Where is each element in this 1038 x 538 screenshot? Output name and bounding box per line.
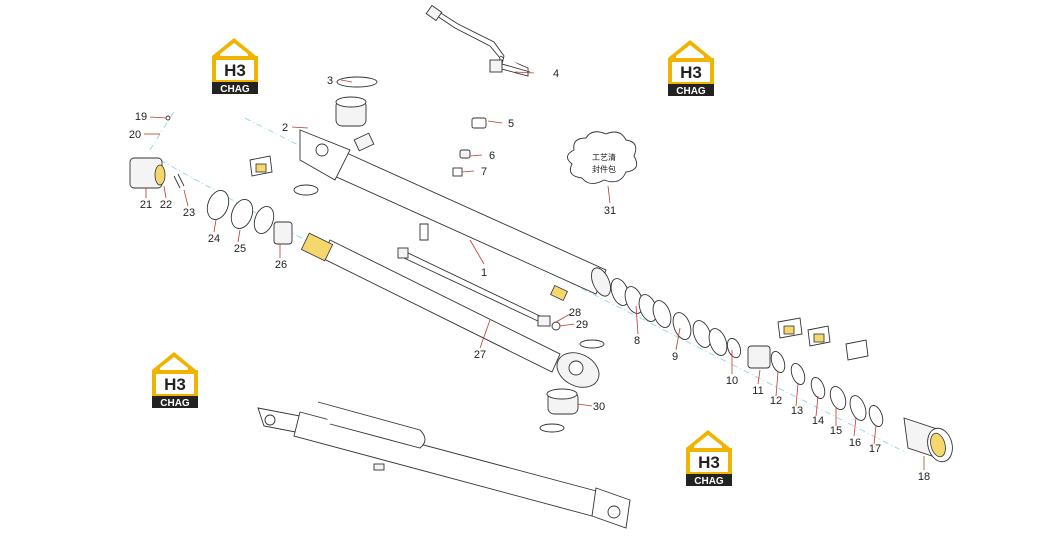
logo-name: CHAG — [676, 86, 706, 97]
callout-21: 21 — [140, 199, 152, 211]
brand-logo: H3 CHAG — [152, 352, 198, 409]
callout-31: 31 — [604, 205, 616, 217]
logo-name: CHAG — [160, 398, 190, 409]
piston-rod — [300, 232, 600, 388]
callout-22: 22 — [160, 199, 172, 211]
callout-18: 18 — [918, 471, 930, 483]
callout-25: 25 — [234, 243, 246, 255]
callout-1: 1 — [481, 267, 487, 279]
callout-30: 30 — [593, 401, 605, 413]
callout-17: 17 — [869, 443, 881, 455]
callout-24: 24 — [208, 233, 220, 245]
logo-letters: H3 — [680, 63, 702, 82]
leader-lines — [144, 71, 925, 470]
gland-head — [903, 417, 953, 463]
rod-pipe — [397, 247, 568, 331]
cloud-text-line2: 封件包 — [592, 164, 616, 174]
brand-logo: H3 CHAG — [668, 40, 714, 97]
callout-27: 27 — [474, 349, 486, 361]
callout-9: 9 — [672, 351, 678, 363]
callout-15: 15 — [830, 425, 842, 437]
callout-29: 29 — [576, 319, 588, 331]
seal-kit-cloud: 工艺清 封件包 — [567, 131, 638, 184]
callout-labels: 1 2 3 4 5 6 7 8 9 10 11 12 13 14 15 16 1… — [129, 68, 930, 483]
callout-3: 3 — [327, 75, 333, 87]
callout-20: 20 — [129, 129, 141, 141]
brand-logo: H3 CHAG — [212, 38, 258, 95]
brand-logo: H3 CHAG — [686, 430, 732, 487]
logo-name: CHAG — [220, 84, 250, 95]
callout-23: 23 — [183, 207, 195, 219]
callout-4: 4 — [553, 68, 559, 80]
callout-6: 6 — [489, 150, 495, 162]
callout-14: 14 — [812, 415, 824, 427]
callout-12: 12 — [770, 395, 782, 407]
callout-7: 7 — [481, 166, 487, 178]
bushing-bottom — [539, 339, 605, 433]
logo-letters: H3 — [224, 61, 246, 80]
callout-19: 19 — [135, 111, 147, 123]
logo-letters: H3 — [698, 453, 720, 472]
callout-5: 5 — [508, 118, 514, 130]
callout-11: 11 — [752, 385, 763, 397]
small-fittings — [452, 117, 487, 177]
rod-axis-line — [159, 159, 306, 241]
head-parts-left — [129, 115, 319, 245]
callout-10: 10 — [726, 375, 738, 387]
assembled-cylinder — [257, 401, 631, 529]
callout-28: 28 — [569, 307, 581, 319]
seal-rings-right — [610, 278, 884, 427]
logo-name: CHAG — [694, 476, 724, 487]
callout-26: 26 — [275, 259, 287, 271]
callout-2: 2 — [282, 122, 288, 134]
cloud-text-line1: 工艺清 — [592, 152, 616, 162]
cylinder-barrel — [299, 129, 611, 297]
bushing-top — [335, 76, 378, 127]
callout-13: 13 — [791, 405, 803, 417]
callout-8: 8 — [634, 335, 640, 347]
small-axis-line — [149, 109, 176, 151]
hose-pipe — [425, 4, 531, 77]
logo-letters: H3 — [164, 375, 186, 394]
callout-16: 16 — [849, 437, 861, 449]
